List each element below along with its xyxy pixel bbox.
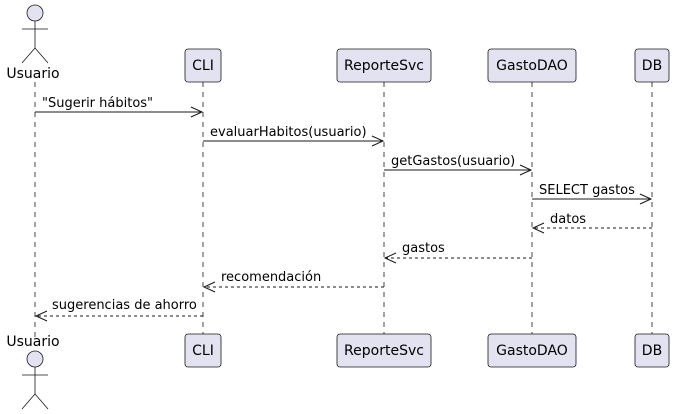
arrow-head xyxy=(639,193,653,205)
participant-label: CLI xyxy=(192,343,214,359)
actor-head xyxy=(26,350,44,368)
actor-leg-left xyxy=(21,393,36,410)
participant-reportesvc-top: ReporteSvc xyxy=(336,48,432,83)
message-label: gastos xyxy=(402,241,445,256)
message-4: SELECT gastos xyxy=(532,183,653,205)
message-5: datos xyxy=(531,212,652,234)
participant-label: DB xyxy=(642,343,662,359)
participant-box xyxy=(487,48,577,83)
actor-leg-left xyxy=(21,47,36,64)
message-3: getGastos(usuario) xyxy=(384,154,533,176)
participant-box xyxy=(634,333,670,368)
arrow-head xyxy=(383,252,397,264)
participant-label: ReporteSvc xyxy=(344,58,424,74)
participant-label: GastoDAO xyxy=(496,58,568,74)
actor-label: Usuario xyxy=(6,334,59,350)
participant-box xyxy=(336,48,432,83)
arrow-head xyxy=(190,106,204,118)
arrow-head xyxy=(531,222,545,234)
message-label: datos xyxy=(550,212,586,227)
actor-leg-right xyxy=(34,393,49,410)
actor-leg-right xyxy=(34,47,49,64)
participant-box xyxy=(336,333,432,368)
message-7: recomendación xyxy=(202,270,384,293)
participant-label: ReporteSvc xyxy=(344,343,424,359)
actor-usuario-bottom: Usuario xyxy=(6,334,60,410)
participant-cli-bottom: CLI xyxy=(184,333,222,368)
arrow-head xyxy=(202,281,216,293)
participant-gastodao-bottom: GastoDAO xyxy=(487,333,577,368)
message-label: sugerencias de ahorro xyxy=(52,298,197,313)
participant-box xyxy=(184,333,222,368)
participant-label: CLI xyxy=(192,58,214,74)
participant-box xyxy=(634,48,670,83)
participant-label: DB xyxy=(642,58,662,74)
participant-db-bottom: DB xyxy=(634,333,670,368)
message-label: getGastos(usuario) xyxy=(391,154,515,169)
message-label: evaluarHabitos(usuario) xyxy=(210,125,367,140)
message-6: gastos xyxy=(383,241,532,264)
participant-reportesvc-bottom: ReporteSvc xyxy=(336,333,432,368)
actor-head xyxy=(26,4,44,22)
message-8: sugerencias de ahorro xyxy=(34,298,203,322)
participant-box xyxy=(184,48,222,83)
actor-usuario-top: Usuario xyxy=(6,4,60,82)
actor-label: Usuario xyxy=(6,66,59,82)
message-2: evaluarHabitos(usuario) xyxy=(203,125,385,147)
participant-box xyxy=(487,333,577,368)
arrow-head xyxy=(519,164,533,176)
message-label: recomendación xyxy=(221,270,321,285)
participant-gastodao-top: GastoDAO xyxy=(487,48,577,83)
arrow-head xyxy=(371,135,385,147)
participant-db-top: DB xyxy=(634,48,670,83)
message-label: SELECT gastos xyxy=(539,183,635,198)
message-label: "Sugerir hábitos" xyxy=(42,96,153,111)
participant-label: GastoDAO xyxy=(496,343,568,359)
participant-cli-top: CLI xyxy=(184,48,222,83)
message-1: "Sugerir hábitos" xyxy=(35,96,204,118)
arrow-head xyxy=(34,310,48,322)
